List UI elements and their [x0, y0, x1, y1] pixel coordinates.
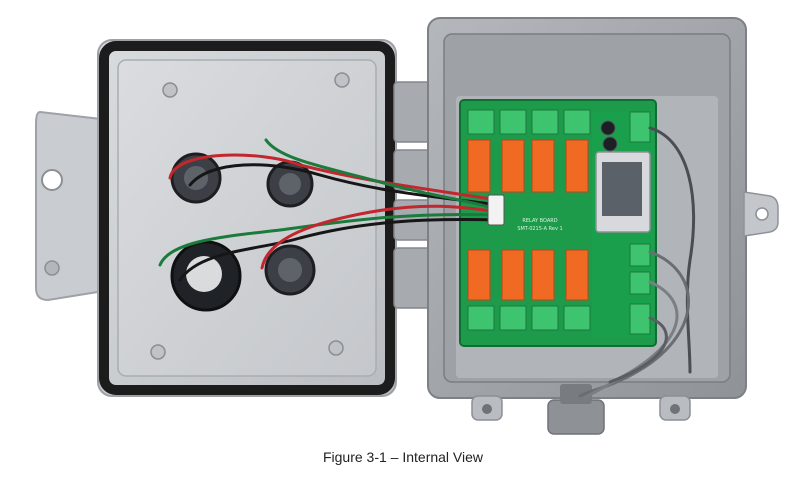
lid-indicators [170, 152, 316, 312]
wiring-harness [158, 126, 696, 400]
mounting-tab-left [35, 110, 111, 302]
relay-pcb: RELAY BOARD SMT-0215-A Rev 1 [459, 99, 657, 347]
pcb-silkscreen-line1: RELAY BOARD [522, 218, 557, 224]
pcb-silkscreen-line2: SMT-0215-A Rev 1 [517, 226, 562, 232]
enclosure-lid [97, 39, 397, 397]
enclosure-hinges [393, 81, 433, 309]
enclosure-photo: RELAY BOARD SMT-0215-A Rev 1 [35, 17, 779, 435]
figure-caption: Figure 3-1 – Internal View [322, 449, 484, 465]
